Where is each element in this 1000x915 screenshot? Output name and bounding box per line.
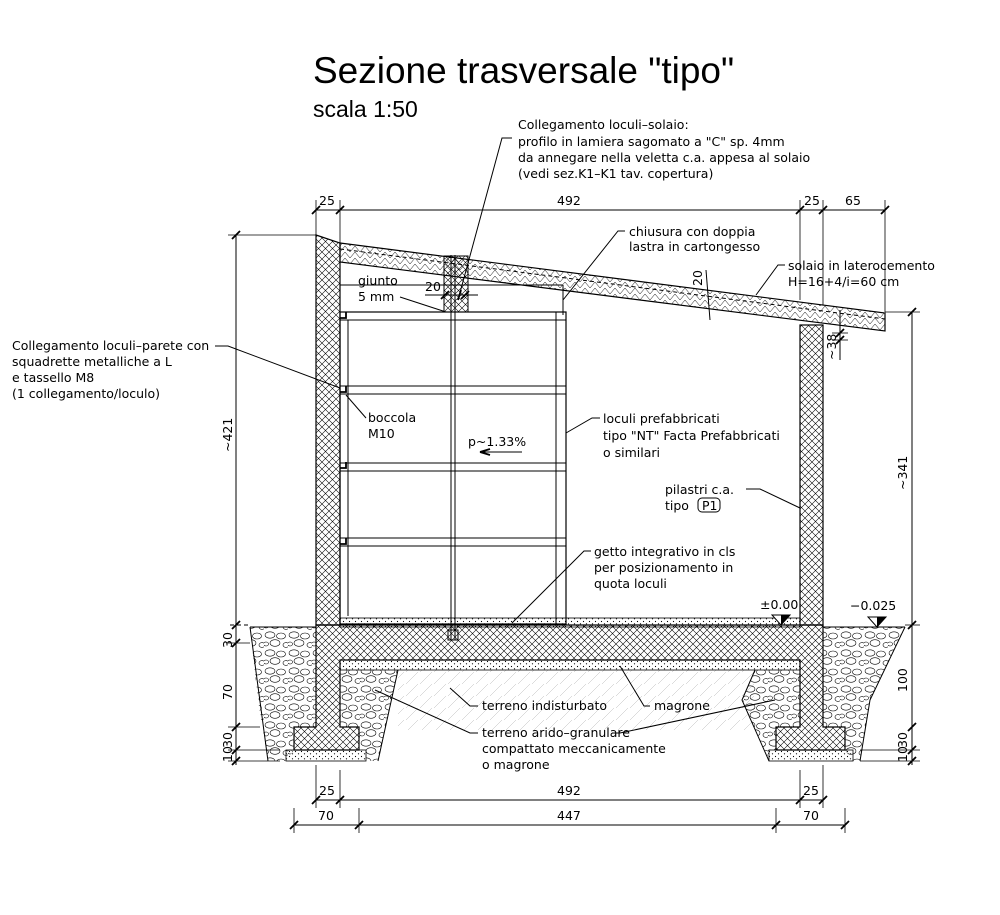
dimension-bottom-1 (311, 765, 828, 808)
elevation-minus: −0.025 (850, 598, 896, 613)
dim-right-vertical (860, 307, 920, 766)
dim-bottom-25-left: 25 (319, 783, 335, 798)
dim-right-100: 100 (895, 668, 910, 692)
note-solaio-line-1: Collegamento loculi–solaio: (518, 117, 689, 132)
leader-fill-right (612, 699, 776, 734)
dim-bottom-70-right: 70 (803, 808, 819, 823)
c-profile (447, 255, 459, 641)
dimension-top (311, 200, 890, 312)
loculi-stack (339, 311, 567, 625)
leader-column (746, 488, 801, 509)
dim-veletta-20 (425, 290, 478, 300)
note-bushing-line-2: M10 (368, 426, 395, 441)
note-solaio-line-4: (vedi sez.K1–K1 tav. copertura) (518, 166, 713, 181)
dim-right-341: ~341 (895, 456, 910, 490)
note-slope: p~1.33% (468, 434, 526, 449)
leader-slab (755, 264, 785, 296)
note-wall-line-4: (1 collegamento/loculo) (12, 386, 160, 401)
back-wall (315, 234, 341, 626)
wall-brackets (340, 312, 347, 545)
note-fill-line-3: o magrone (482, 757, 550, 772)
note-fill-line-1: terreno arido–granulare (482, 725, 630, 740)
note-solaio-line-3: da annegare nella veletta c.a. appesa al… (518, 150, 810, 165)
dim-top-492: 492 (557, 193, 581, 208)
note-chiusura-line-2: lastra in cartongesso (629, 239, 760, 254)
note-loculi-line-3: o similari (603, 445, 660, 460)
note-getto-line-1: getto integrativo in cls (594, 544, 735, 559)
elevation-0: ±0.00 (760, 597, 798, 612)
dim-top-25-right: 25 (804, 193, 820, 208)
dim-bottom-492: 492 (557, 783, 581, 798)
dim-left-10: 10 (220, 746, 235, 762)
note-solaio-line-2: profilo in lamiera sagomato a "C" sp. 4m… (518, 134, 785, 149)
note-ground: terreno indisturbato (482, 698, 607, 713)
note-column-line-1: pilastri c.a. (665, 482, 734, 497)
gravel-right-inner (742, 670, 800, 761)
note-bushing-line-1: boccola (368, 410, 416, 425)
dim-slab-20-label: 20 (690, 270, 705, 286)
dim-right-30: 30 (895, 732, 910, 748)
note-wall-line-1: Collegamento loculi–parete con (12, 338, 209, 353)
front-column-p1 (799, 324, 824, 626)
dim-right-10: 10 (895, 746, 910, 762)
dim-38 (832, 310, 848, 360)
note-chiusura-line-1: chiusura con doppia (629, 224, 755, 239)
leader-joint (399, 296, 447, 313)
note-magrone: magrone (654, 698, 710, 713)
dim-bottom-447: 447 (557, 808, 581, 823)
dim-left-30-bottom: 30 (220, 732, 235, 748)
dim-top-65: 65 (845, 193, 861, 208)
note-wall-line-2: squadrette metalliche a L (12, 354, 172, 369)
note-getto-line-3: quota loculi (594, 576, 667, 591)
drawing-scale: scala 1:50 (313, 96, 418, 122)
dim-left-421: ~421 (220, 418, 235, 452)
note-loculi-line-1: loculi prefabbricati (603, 411, 720, 426)
note-loculi-line-2: tipo "NT" Facta Prefabbricati (603, 428, 780, 443)
leader-ground (449, 687, 478, 707)
note-slab-line-1: solaio in laterocemento (788, 258, 935, 273)
note-joint-line-2: 5 mm (358, 289, 394, 304)
column-tag-box (697, 497, 721, 513)
dim-veletta-20-label: 20 (425, 279, 441, 294)
dim-bottom-70-left: 70 (318, 808, 334, 823)
leader-solaio (457, 137, 512, 301)
leader-getto (511, 550, 591, 624)
gravel-left-inner (340, 670, 398, 761)
note-slab-line-2: H=16+4/i=60 cm (788, 274, 899, 289)
note-wall-line-3: e tassello M8 (12, 370, 94, 385)
dim-bottom-25-right: 25 (803, 783, 819, 798)
leader-magrone (619, 665, 650, 707)
dimension-bottom-2 (289, 808, 850, 833)
note-getto-line-2: per posizionamento in (594, 560, 733, 575)
veletta (443, 255, 469, 313)
note-fill-line-2: compattato meccanicamente (482, 741, 666, 756)
leader-fill-left (374, 689, 478, 734)
dim-38-label: ~38 (824, 334, 839, 360)
dim-top-25-left: 25 (319, 193, 335, 208)
note-column-line-2: tipo (665, 498, 689, 513)
dim-slab-20 (705, 269, 711, 321)
leader-chiusura (562, 230, 625, 301)
drawing-title: Sezione trasversale "tipo" (313, 50, 734, 91)
dim-left-vertical (228, 230, 316, 766)
leader-loculi (565, 417, 600, 434)
leader-bushing (345, 394, 367, 419)
gravel-right-outer (823, 627, 905, 761)
note-joint-line-1: giunto (358, 273, 398, 288)
gravel-left-outer (250, 627, 316, 761)
note-column-tag: P1 (702, 498, 718, 513)
dim-left-30-top: 30 (220, 632, 235, 648)
leader-wall (215, 345, 341, 389)
magrone-layer (339, 659, 801, 671)
roof-slab (339, 242, 886, 332)
dim-left-70: 70 (220, 684, 235, 700)
